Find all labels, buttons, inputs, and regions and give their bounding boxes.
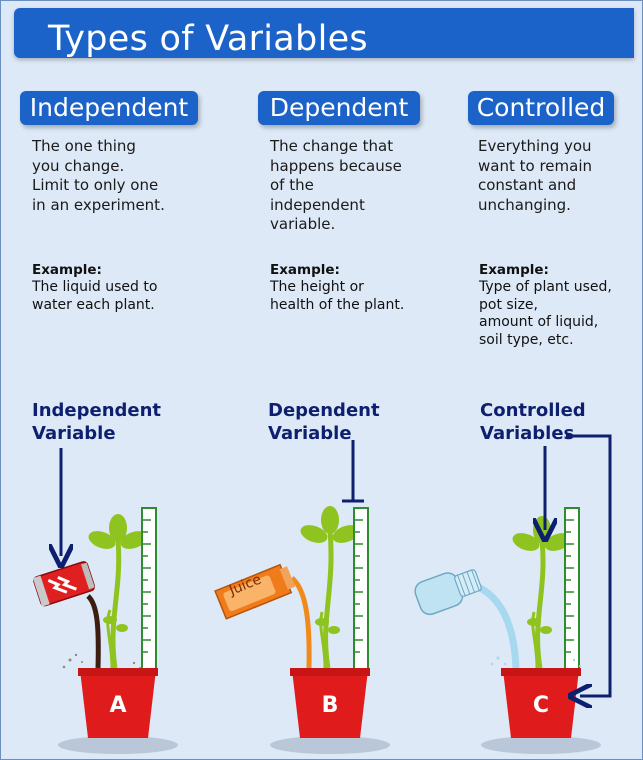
- ruler-b: [353, 507, 369, 671]
- title-banner: Types of Variables: [14, 8, 634, 59]
- soda-stream: [86, 594, 101, 669]
- page-title: Types of Variables: [48, 19, 368, 59]
- description-independent: The one thing you change. Limit to only …: [32, 137, 165, 214]
- pot-b: [292, 670, 368, 738]
- example-label-controlled: Example:: [479, 262, 549, 278]
- arrow-label-independent: Independent Variable: [32, 400, 162, 444]
- example-label-independent: Example:: [32, 262, 102, 278]
- soda-can: [32, 561, 96, 607]
- pot-shadow: [270, 736, 390, 754]
- soil-splash: [62, 653, 141, 669]
- heading-dependent: Dependent: [258, 91, 420, 125]
- plant-b: [300, 506, 360, 669]
- pot-letter-b: B: [321, 693, 339, 718]
- pot-a: [80, 670, 156, 738]
- arrow-controlled-pot: [566, 434, 612, 696]
- ruler-a: [141, 507, 157, 671]
- pot-rim: [501, 668, 581, 676]
- pot-c: [503, 670, 579, 738]
- description-controlled: Everything you want to remain constant a…: [478, 137, 592, 214]
- heading-independent: Independent: [20, 91, 198, 125]
- pot-shadow: [58, 736, 178, 754]
- pot-letter-c: C: [532, 693, 550, 718]
- example-label-dependent: Example:: [270, 262, 340, 278]
- plant-a: [88, 514, 148, 669]
- example-text-dependent: The height or health of the plant.: [270, 279, 405, 313]
- ruler-c: [564, 507, 580, 671]
- arrow-label-dependent: Dependent Variable: [268, 400, 380, 444]
- water-bottle: [414, 569, 482, 616]
- water-droplets: [490, 656, 581, 667]
- water-stream: [468, 580, 520, 669]
- heading-controlled: Controlled: [468, 91, 614, 125]
- pot-shadow: [481, 736, 601, 754]
- pot-letter-a: A: [109, 693, 127, 718]
- pot-rim: [290, 668, 370, 676]
- example-text-controlled: Type of plant used, pot size, amount of …: [479, 279, 612, 348]
- arrow-label-controlled: Controlled Variables: [480, 400, 586, 444]
- example-text-independent: The liquid used to water each plant.: [32, 279, 158, 313]
- juice-stream: [290, 576, 312, 669]
- juice-box: [214, 563, 296, 620]
- pot-rim: [78, 668, 158, 676]
- description-dependent: The change that happens because of the i…: [270, 137, 402, 233]
